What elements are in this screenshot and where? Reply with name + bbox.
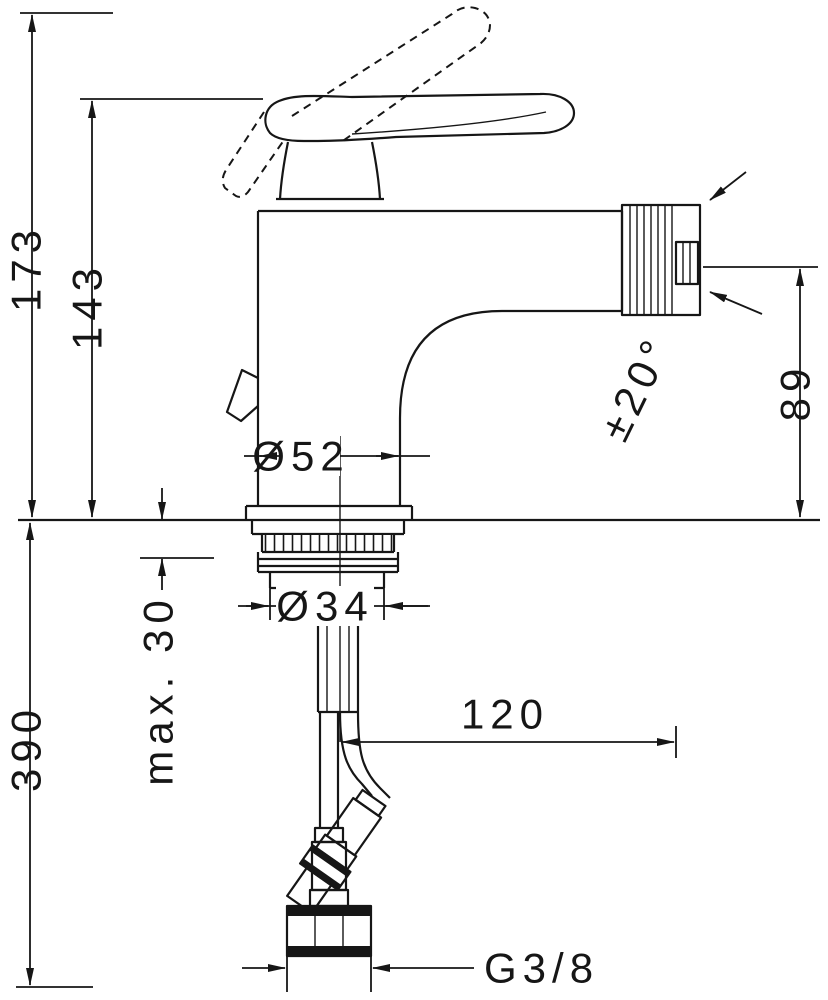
dim-shank-diameter: Ø34 bbox=[238, 583, 430, 630]
serrated-washer-outline bbox=[260, 534, 396, 554]
dim-body-height: 143 bbox=[64, 98, 263, 518]
mounting-hardware bbox=[250, 520, 406, 590]
popup-lever bbox=[225, 368, 259, 423]
dim-120-label: 120 bbox=[461, 691, 549, 738]
dim-connection-thread: G3/8 bbox=[242, 945, 599, 992]
washer-plate bbox=[250, 520, 406, 536]
aerator-outlet bbox=[674, 240, 700, 286]
nut-band-top bbox=[287, 906, 371, 916]
dim-height-below-deck: 390 bbox=[3, 522, 93, 988]
hose-connector-angled bbox=[286, 788, 387, 915]
threaded-nipple bbox=[286, 866, 333, 915]
label-mask bbox=[276, 586, 374, 626]
serrated-washer bbox=[263, 535, 393, 551]
faucet-body bbox=[18, 141, 820, 522]
dim-aerator-height: 89 bbox=[703, 266, 819, 518]
crimp-sleeve bbox=[313, 826, 345, 844]
nut-band-bottom bbox=[300, 858, 342, 890]
crimp-collar bbox=[308, 888, 350, 908]
aerator-body bbox=[620, 203, 702, 317]
braided-section bbox=[325, 796, 383, 857]
mounting-nut bbox=[256, 552, 400, 574]
dim-390-label: 390 bbox=[3, 704, 50, 792]
bent-hose bbox=[338, 711, 391, 799]
dim-max-thickness: max. 30 bbox=[135, 488, 214, 786]
aerator-ribs bbox=[629, 205, 673, 315]
supply-hoses bbox=[285, 711, 391, 958]
dim-spout-reach: 120 bbox=[341, 691, 677, 758]
aerator bbox=[620, 203, 702, 317]
dim-body-diameter: Ø52 bbox=[244, 433, 430, 480]
aerator-outlet-hatch bbox=[682, 242, 691, 284]
dim-143-label: 143 bbox=[64, 262, 111, 350]
handle-range-dashed bbox=[221, 6, 491, 198]
nut-band-top bbox=[309, 845, 351, 877]
lever-crease bbox=[351, 111, 547, 135]
dim-d34-label: Ø34 bbox=[276, 583, 373, 630]
swivel-arrow-top bbox=[709, 171, 747, 201]
lever-outline bbox=[264, 92, 576, 143]
nut-band-bottom bbox=[287, 946, 371, 956]
dim-89-label: 89 bbox=[772, 363, 819, 422]
dim-max30-label: max. 30 bbox=[135, 594, 182, 785]
handle-dome bbox=[276, 141, 384, 201]
swivel-arrow-bottom bbox=[709, 291, 763, 315]
hose-connector-vertical bbox=[285, 826, 373, 958]
dim-173-label: 173 bbox=[3, 224, 50, 312]
dim-pm20-label: ±20° bbox=[591, 328, 682, 448]
handle-lowered-outline bbox=[221, 111, 285, 198]
handle-lever bbox=[264, 92, 576, 143]
handle-raised-outline bbox=[291, 6, 491, 144]
dim-total-height: 173 bbox=[3, 12, 113, 518]
straight-hose bbox=[318, 712, 340, 828]
nut-facets bbox=[314, 906, 344, 956]
dim-g38-label: G3/8 bbox=[484, 945, 599, 992]
dim-d52-label: Ø52 bbox=[252, 433, 349, 480]
